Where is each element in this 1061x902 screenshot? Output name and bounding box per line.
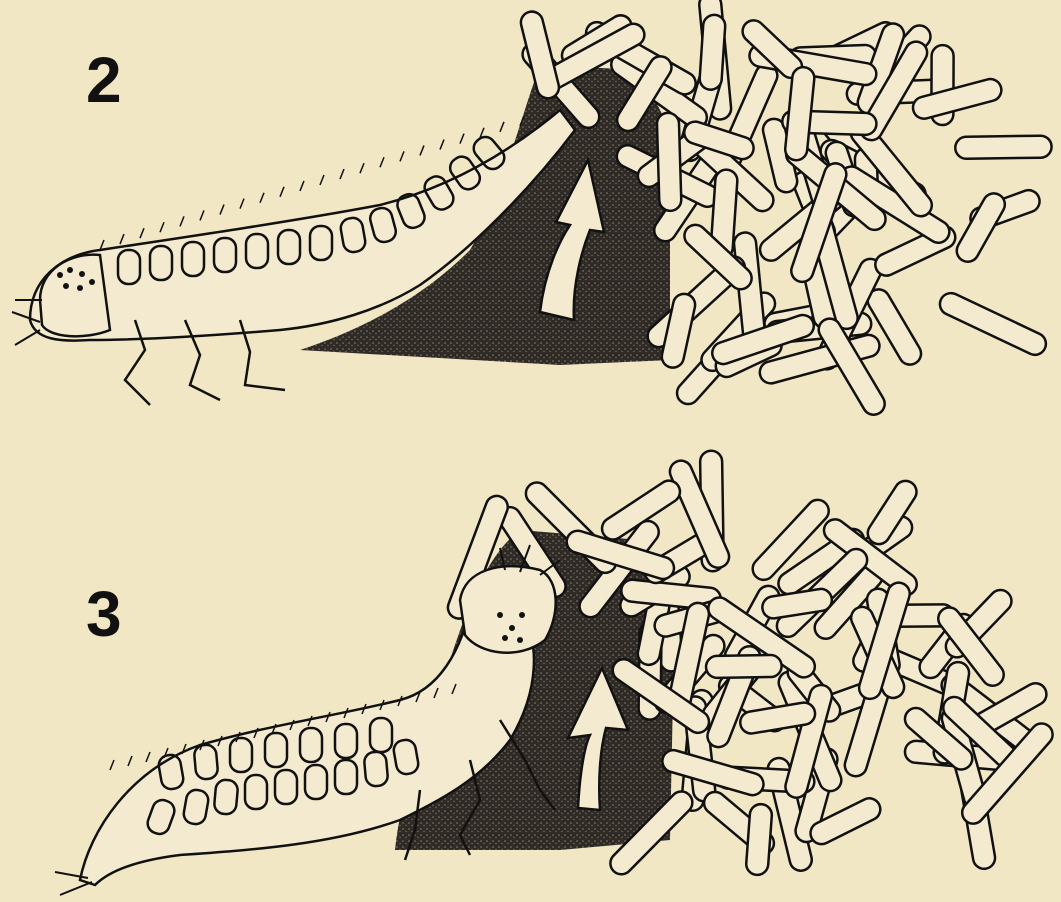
seta	[300, 181, 304, 191]
seta	[128, 756, 132, 766]
seta	[420, 145, 424, 155]
seta	[380, 157, 384, 167]
seta	[280, 187, 284, 197]
seta	[120, 234, 124, 244]
seta	[180, 216, 184, 226]
seta	[220, 205, 224, 215]
seta	[110, 760, 114, 770]
figure-2-drawing	[12, 0, 1052, 419]
case-rod	[936, 289, 1049, 358]
seta	[160, 222, 164, 232]
case-rod	[953, 189, 1009, 265]
case-rod	[657, 113, 682, 212]
case-rod	[699, 14, 726, 90]
seta	[440, 140, 444, 150]
seta	[146, 752, 150, 762]
seta	[140, 228, 144, 238]
seta	[240, 199, 244, 209]
seta	[400, 151, 404, 161]
larva-head	[460, 566, 556, 652]
seta	[340, 169, 344, 179]
case-rod	[955, 136, 1052, 159]
larva-head	[40, 255, 110, 337]
figure-3-drawing	[55, 451, 1057, 895]
seta	[360, 163, 364, 173]
seta	[500, 122, 504, 132]
case-rod	[745, 803, 772, 875]
seta	[200, 210, 204, 220]
case-rod	[706, 655, 782, 678]
seta	[260, 193, 264, 203]
seta	[460, 134, 464, 144]
seta	[320, 175, 324, 185]
